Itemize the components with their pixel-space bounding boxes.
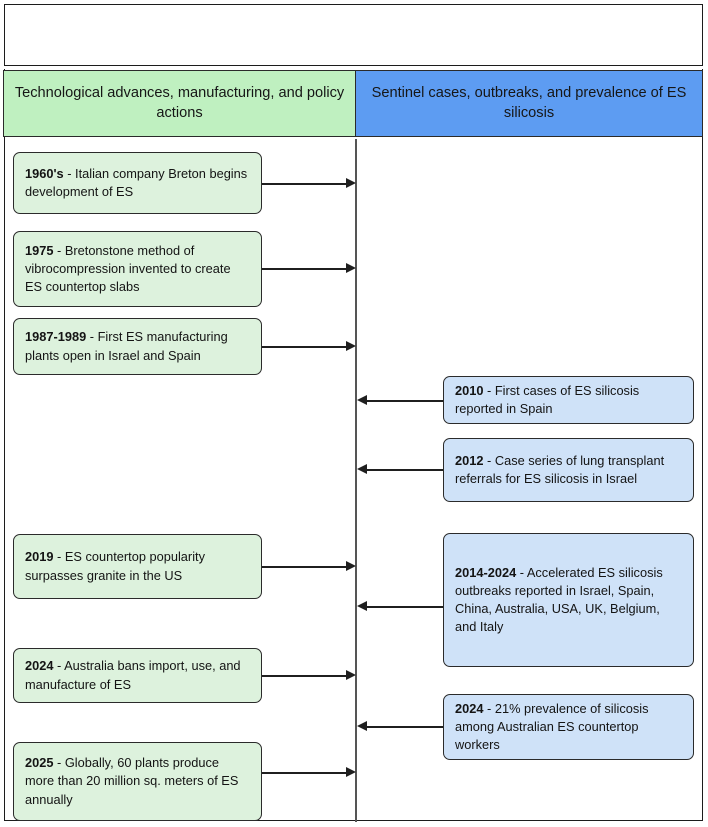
event-separator: - xyxy=(483,452,495,468)
event-box-left-1960s[interactable]: 1960's - Italian company Breton begins d… xyxy=(13,152,262,214)
timeline-spine xyxy=(355,139,357,822)
event-description: Australia bans import, use, and manufact… xyxy=(25,658,241,692)
event-year: 1975 xyxy=(25,242,54,258)
event-text: 1975 - Bretonstone method of vibrocompre… xyxy=(25,242,250,296)
event-year: 2024 xyxy=(25,658,54,674)
event-year: 2019 xyxy=(25,549,54,565)
event-description: Globally, 60 plants produce more than 20… xyxy=(25,755,239,807)
event-year: 2025 xyxy=(25,755,54,771)
event-box-left-1987-1989[interactable]: 1987-1989 - First ES manufacturing plant… xyxy=(13,318,262,375)
event-box-right-2012[interactable]: 2012 - Case series of lung transplant re… xyxy=(443,438,694,502)
event-year: 2024 xyxy=(455,700,484,716)
event-year: 1960's xyxy=(25,165,64,181)
event-description: ES countertop popularity surpasses grani… xyxy=(25,549,205,583)
event-year: 2012 xyxy=(455,452,484,468)
event-description: 21% prevalence of silicosis among Austra… xyxy=(455,700,649,753)
event-description: Case series of lung transplant referrals… xyxy=(455,452,665,486)
event-text: 2014-2024 - Accelerated ES silicosis out… xyxy=(455,564,682,637)
event-text: 2019 - ES countertop popularity surpasse… xyxy=(25,548,250,584)
event-description: First ES manufacturing plants open in Is… xyxy=(25,329,228,363)
event-separator: - xyxy=(483,382,495,398)
event-year: 1987-1989 xyxy=(25,329,87,345)
event-separator: - xyxy=(53,549,65,565)
event-description: Accelerated ES silicosis outbreaks repor… xyxy=(455,564,663,635)
event-box-left-1975[interactable]: 1975 - Bretonstone method of vibrocompre… xyxy=(13,231,262,307)
event-separator: - xyxy=(63,165,76,181)
event-text: 1960's - Italian company Breton begins d… xyxy=(25,165,250,201)
event-box-left-2019[interactable]: 2019 - ES countertop popularity surpasse… xyxy=(13,534,262,599)
event-box-right-2024[interactable]: 2024 - 21% prevalence of silicosis among… xyxy=(443,694,694,760)
event-text: 2012 - Case series of lung transplant re… xyxy=(455,452,682,488)
event-year: 2014-2024 xyxy=(455,564,517,580)
event-text: 2024 - Australia bans import, use, and m… xyxy=(25,657,250,693)
event-separator: - xyxy=(53,755,65,771)
column-header-left: Technological advances, manufacturing, a… xyxy=(3,70,356,137)
event-separator: - xyxy=(53,658,65,674)
event-text: 1987-1989 - First ES manufacturing plant… xyxy=(25,328,250,364)
event-separator: - xyxy=(483,700,495,716)
event-description: Italian company Breton begins developmen… xyxy=(25,165,248,199)
event-separator: - xyxy=(86,329,98,345)
event-text: 2010 - First cases of ES silicosis repor… xyxy=(455,382,682,418)
event-text: 2025 - Globally, 60 plants produce more … xyxy=(25,754,250,808)
event-text: 2024 - 21% prevalence of silicosis among… xyxy=(455,700,682,754)
column-header-right: Sentinel cases, outbreaks, and prevalenc… xyxy=(355,70,703,137)
event-box-left-2024[interactable]: 2024 - Australia bans import, use, and m… xyxy=(13,648,262,703)
event-separator: - xyxy=(53,242,65,258)
event-year: 2010 xyxy=(455,382,484,398)
event-description: First cases of ES silicosis reported in … xyxy=(455,382,640,416)
event-box-right-2010[interactable]: 2010 - First cases of ES silicosis repor… xyxy=(443,376,694,424)
event-description: Bretonstone method of vibrocompression i… xyxy=(25,242,231,295)
event-box-left-2025[interactable]: 2025 - Globally, 60 plants produce more … xyxy=(13,742,262,821)
event-box-right-2014-2024[interactable]: 2014-2024 - Accelerated ES silicosis out… xyxy=(443,533,694,667)
figure-title-frame xyxy=(4,4,703,66)
event-separator: - xyxy=(516,564,527,580)
